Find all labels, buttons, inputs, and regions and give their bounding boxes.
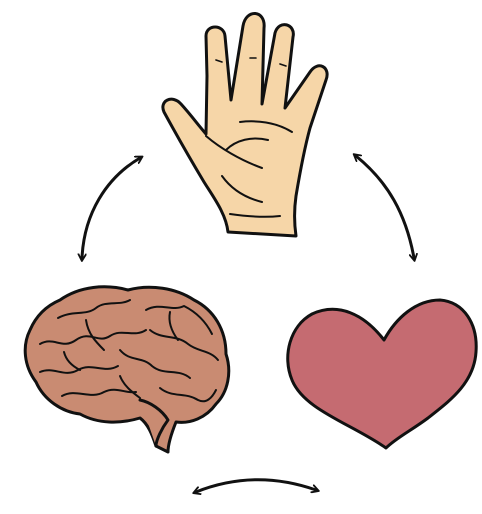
hand-brain-arrow [82, 158, 140, 258]
heart-icon [288, 300, 476, 448]
open-palm-hand-icon [163, 13, 327, 236]
brain-heart-arrow [196, 480, 316, 492]
hand-heart-arrow [356, 156, 414, 258]
brain-icon [25, 287, 229, 452]
